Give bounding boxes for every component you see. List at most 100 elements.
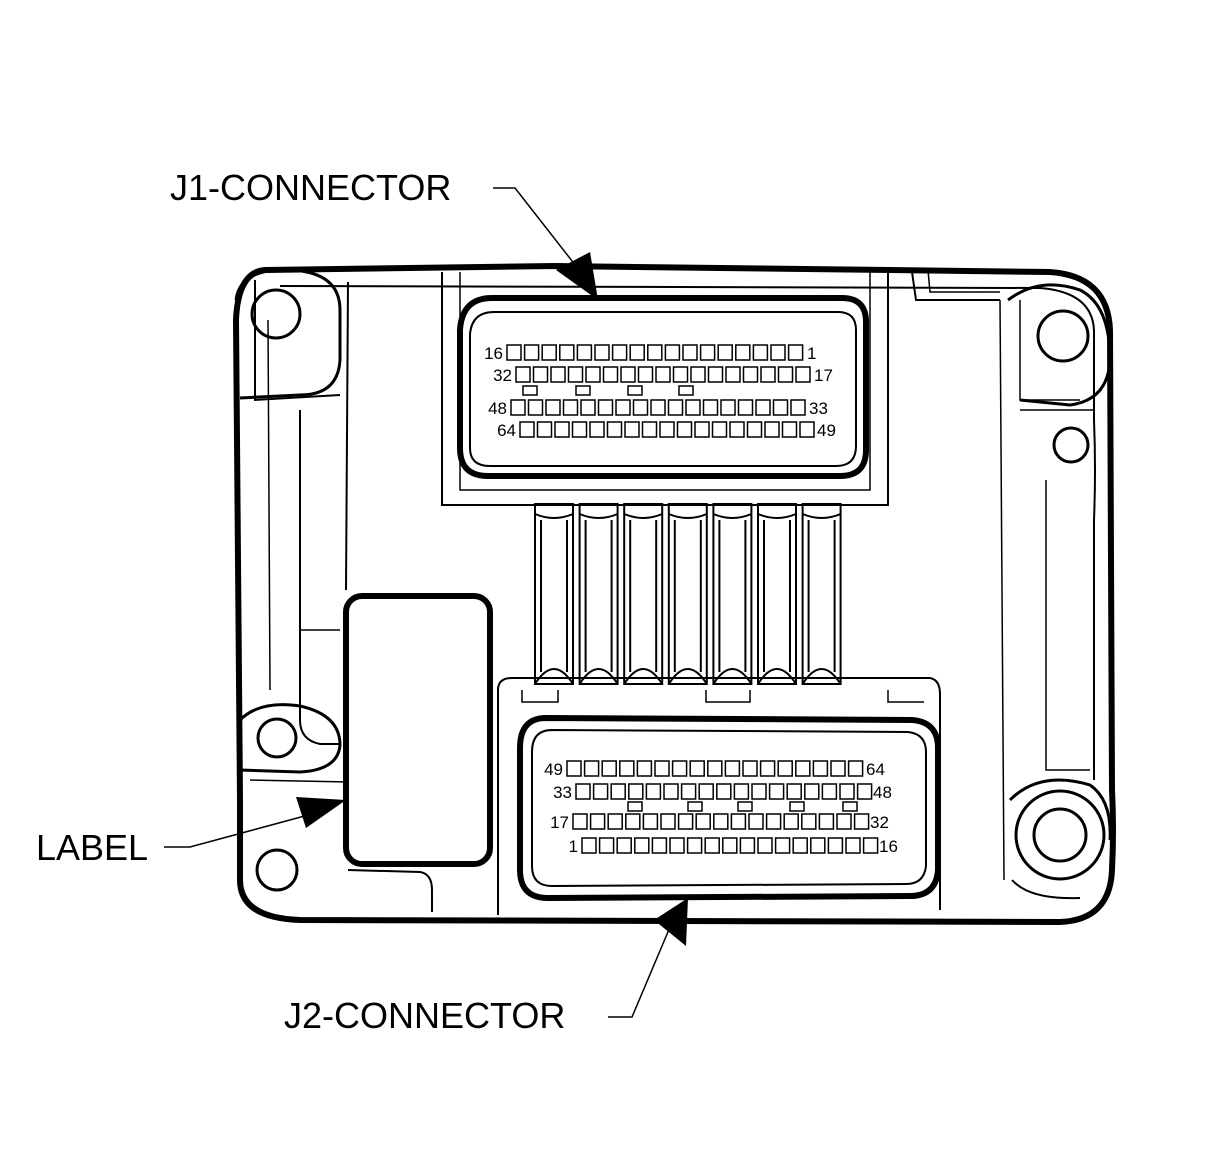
j2-pin: [722, 837, 738, 854]
label-plate: [343, 593, 493, 867]
j2-pin: [713, 813, 729, 830]
j2-pin: [628, 783, 644, 800]
j1-pin: [554, 421, 570, 438]
j1-key-pin: [522, 385, 538, 396]
j1-pin: [624, 421, 640, 438]
j1-pin: [777, 366, 794, 383]
j2-pin: [592, 783, 609, 800]
j2-pin: [619, 760, 635, 777]
j1-pin: [770, 344, 786, 361]
j2-pin: [616, 837, 632, 854]
j2-pin: [689, 760, 705, 777]
j1-pin: [519, 421, 535, 438]
j2-pin: [827, 837, 844, 854]
j1-key-pin: [627, 385, 643, 396]
j1-pin: [717, 344, 733, 361]
j2-pin: [583, 760, 600, 777]
j1-pin: [735, 344, 751, 361]
j1-pin: [506, 344, 522, 361]
j2-pin: [836, 813, 852, 830]
j2-pin: [810, 837, 826, 854]
j2-pin: [660, 813, 676, 830]
j2-pin: [862, 837, 879, 854]
j2-row4-left-number: 1: [569, 837, 578, 856]
j1-pin: [707, 366, 724, 383]
j2-key-pin: [842, 801, 858, 812]
j2-pin: [795, 760, 811, 777]
j2-pin: [598, 837, 615, 854]
j1-pin: [667, 399, 684, 416]
j2-pin: [765, 813, 782, 830]
j2-pin: [669, 837, 685, 854]
j1-pin: [659, 421, 675, 438]
j1-pin: [536, 421, 553, 438]
j1-pin: [650, 399, 666, 416]
j2-pin: [801, 813, 817, 830]
j2-pin: [698, 783, 714, 800]
j1-pin: [562, 399, 579, 416]
j2-pin: [792, 837, 808, 854]
j1-pin: [682, 344, 698, 361]
j1-pin: [702, 399, 719, 416]
mounting-hole-bottom-right: [1008, 778, 1112, 881]
j1-row4-right-number: 49: [817, 421, 836, 440]
j1-pin: [685, 399, 701, 416]
j2-pin: [636, 760, 653, 777]
j2-row3-left-number: 17: [550, 813, 569, 832]
j1-pin: [585, 366, 601, 383]
j2-pin: [671, 760, 688, 777]
j2-pin: [751, 783, 767, 800]
j2-pin: [724, 760, 741, 777]
j2-key-pin: [789, 801, 805, 812]
j1-row2-right-number: 17: [814, 366, 833, 385]
j2-pin: [651, 837, 668, 854]
j1-pin: [629, 344, 645, 361]
j2-row1-right-number: 64: [866, 760, 885, 779]
j2-pin: [757, 837, 773, 854]
j2-pin: [663, 783, 679, 800]
j1-pin: [787, 344, 804, 361]
heat-sink-fin: [623, 503, 664, 685]
j1-pin: [589, 421, 605, 438]
j1-pin: [795, 366, 811, 383]
j2-pin: [730, 813, 747, 830]
j1-pin: [641, 421, 658, 438]
j2-pin: [759, 760, 776, 777]
j1-key-pin: [678, 385, 694, 396]
j2-pin: [707, 760, 723, 777]
j1-pin: [510, 399, 526, 416]
j2-pin: [634, 837, 650, 854]
j2-pin: [768, 783, 785, 800]
j1-pin-grid: [506, 344, 815, 438]
j1-row3-right-number: 33: [809, 399, 828, 418]
j1-pin: [541, 344, 557, 361]
j1-pin: [655, 366, 671, 383]
j1-key-pin: [575, 385, 591, 396]
j2-pin: [677, 813, 694, 830]
j2-pin: [748, 813, 764, 830]
j1-pin: [725, 366, 741, 383]
j1-pin: [746, 421, 763, 438]
j2-pin: [830, 760, 846, 777]
j2-pin: [847, 760, 864, 777]
j1-pin: [523, 344, 540, 361]
j2-pin: [856, 783, 873, 800]
j1-row4-left-number: 64: [497, 421, 516, 440]
j1-pin: [602, 366, 619, 383]
j1-pin: [799, 421, 815, 438]
j2-row2-right-number: 48: [873, 783, 892, 802]
j2-pin: [804, 783, 820, 800]
j1-pin: [615, 399, 631, 416]
j1-pin: [672, 366, 689, 383]
j1-pin: [760, 366, 776, 383]
j2-pin: [695, 813, 711, 830]
j2-row4-right-number: 16: [879, 837, 898, 856]
j2-pin: [572, 813, 588, 830]
j2-pin: [783, 813, 799, 830]
j2-pin: [774, 837, 791, 854]
j1-pin: [545, 399, 561, 416]
j2-pin: [589, 813, 606, 830]
j1-pin: [772, 399, 789, 416]
j1-pin: [532, 366, 549, 383]
